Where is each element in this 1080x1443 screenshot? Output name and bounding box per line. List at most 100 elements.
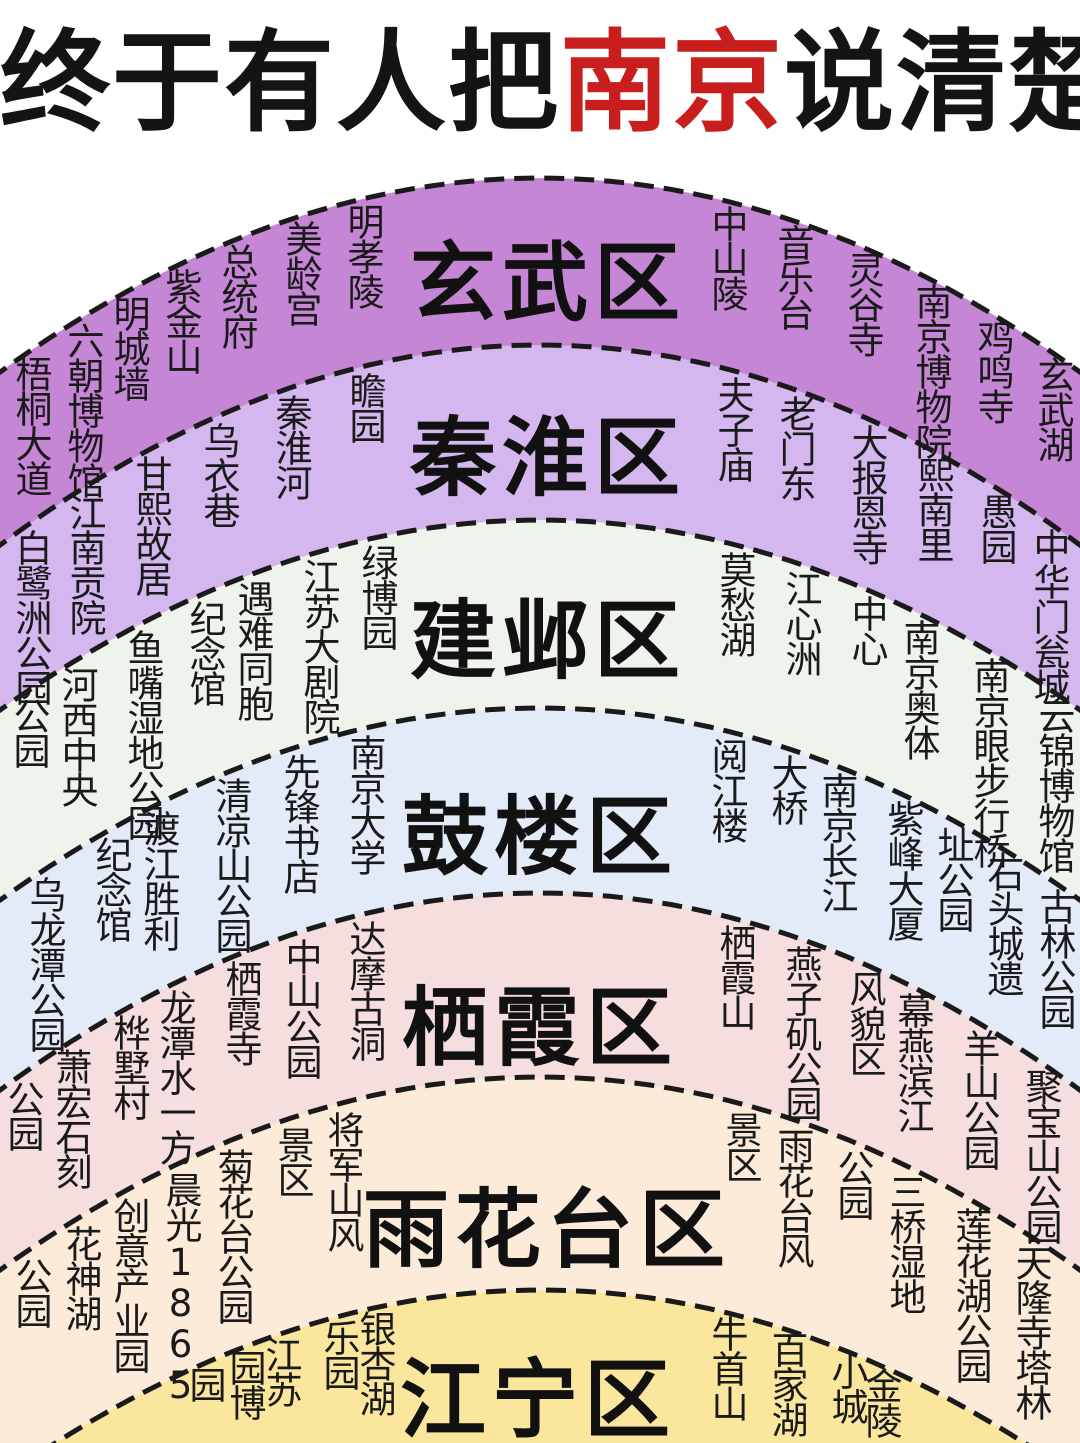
place-label: 百家湖: [765, 1331, 808, 1437]
place-label: 古林公园: [1033, 887, 1076, 1028]
place-label: 南京奥体: [897, 619, 940, 760]
band-divider-xuanwu: [0, 175, 1080, 376]
place-label: 鱼嘴湿地公园: [121, 629, 164, 840]
place-label: 江心洲: [779, 570, 822, 676]
place-label: 乐园: [317, 1318, 360, 1389]
place-label: 乌龙潭公园: [23, 875, 66, 1051]
place-label: 中华门瓮城: [1027, 527, 1070, 703]
place-label: 达摩古洞: [343, 919, 386, 1060]
place-label: 总统府: [215, 243, 258, 349]
place-label: 玄武湖: [1031, 356, 1074, 462]
district-label-jianye: 建邺区: [410, 591, 686, 692]
place-label: 秦淮河: [269, 393, 312, 499]
place-label: 风貌区: [843, 969, 886, 1075]
place-label: 遇难同胞: [231, 580, 274, 721]
title-accent: 南京: [560, 19, 784, 147]
place-label: 夫子庙: [711, 376, 754, 482]
place-label: 公园: [1, 1080, 44, 1151]
place-label: 石头城遗: [981, 854, 1024, 995]
place-label: 天隆寺塔林: [1009, 1243, 1052, 1419]
place-label: 公园: [831, 1149, 874, 1220]
district-label-qixia: 栖霞区: [402, 978, 678, 1079]
place-label: 南京博物院: [909, 283, 952, 459]
band-divider-gulou: [0, 705, 1080, 904]
place-label: 雨花台风: [771, 1127, 814, 1268]
band-divider-jiangning: [50, 1287, 1030, 1443]
band-divider-qixia: [0, 890, 1080, 1094]
title-text-before: 终于有人把: [0, 19, 560, 147]
place-label: 紫峰大厦: [881, 800, 924, 941]
place-label: 明孝陵: [341, 203, 384, 309]
band-divider-jianye: [0, 517, 1080, 714]
place-label: 渡江胜利: [137, 810, 180, 951]
place-label: 愚园: [974, 492, 1017, 563]
place-label: 菊花台公园: [211, 1147, 254, 1323]
district-label-gulou: 鼓楼区: [402, 787, 678, 888]
place-label: 六朝博物馆: [61, 321, 104, 497]
place-label: 南京眼步行桥: [967, 656, 1010, 867]
place-label: 瞻园: [343, 372, 386, 443]
place-label: 园: [183, 1365, 226, 1401]
place-label: 阅江楼: [705, 736, 748, 842]
place-label: 中心: [845, 595, 888, 666]
place-label: 中山公园: [279, 937, 322, 1078]
place-label: 花神湖: [59, 1225, 102, 1331]
place-label: 清凉山公园: [209, 777, 252, 953]
place-label: 莲花湖公园: [949, 1207, 992, 1383]
place-label: 景区: [719, 1111, 762, 1182]
place-label: 小城: [825, 1353, 868, 1423]
place-label: 牛首山: [705, 1314, 748, 1420]
title-text-after: 说清楚了: [784, 19, 1080, 147]
place-label: 美龄宫: [279, 220, 322, 326]
place-label: 熙南里: [911, 456, 954, 562]
place-label: 羊山公园: [957, 1028, 1000, 1169]
place-label: 龙潭水一方: [153, 989, 196, 1165]
place-label: 白鹭洲公园: [9, 529, 52, 705]
place-label: 南京长江: [815, 771, 858, 912]
place-label: 三桥湿地: [883, 1172, 926, 1313]
place-label: 莫愁湖: [713, 550, 756, 656]
place-label: 园博: [223, 1349, 266, 1420]
place-label: 乌衣巷: [197, 422, 240, 528]
place-label: 大报恩寺: [845, 423, 888, 564]
district-label-xuanwu: 玄武区: [410, 233, 686, 334]
place-label: 栖霞寺: [219, 959, 262, 1065]
place-label: 公园: [7, 696, 50, 767]
place-label: 南京大学: [343, 734, 386, 875]
place-label: 创意产业园: [107, 1197, 150, 1373]
place-label: 绿博园: [355, 543, 398, 649]
place-label: 桦墅村: [107, 1013, 150, 1119]
place-label: 江苏大剧院: [297, 558, 340, 734]
place-label: 江南贡院: [63, 493, 106, 634]
district-label-yuhuatai: 雨花台区: [363, 1180, 731, 1281]
place-label: 音乐台: [771, 224, 814, 330]
district-label-jiangning: 江宁区: [400, 1350, 676, 1443]
place-label: 大桥: [765, 753, 808, 824]
place-label: 梧桐大道: [9, 355, 52, 496]
place-label: 老门东: [773, 395, 816, 501]
place-label: 鸡鸣寺: [971, 317, 1014, 423]
place-label: 幕燕滨江: [891, 992, 934, 1133]
place-label: 金陵: [859, 1367, 902, 1438]
place-label: 纪念馆: [183, 599, 226, 705]
place-label: 银杏湖: [353, 1309, 396, 1415]
place-label: 中山陵: [705, 205, 748, 311]
place-label: 晨光1865: [159, 1170, 202, 1405]
page-title: 终于有人把南京说清楚了: [0, 18, 1080, 148]
place-label: 聚宝山公园: [1019, 1067, 1062, 1243]
band-divider-yuhuatai: [0, 1074, 1080, 1274]
place-label: 先锋书店: [277, 752, 320, 893]
place-label: 灵谷寺: [841, 250, 884, 356]
place-label: 栖霞山: [713, 924, 756, 1030]
place-label: 河西中央: [55, 666, 98, 807]
place-label: 址公园: [931, 825, 974, 931]
place-label: 将军山风: [321, 1110, 364, 1251]
place-label: 甘熙故居: [129, 455, 172, 596]
place-label: 萧宏石刻: [49, 1048, 92, 1189]
place-label: 燕子矶公园: [779, 944, 822, 1120]
place-label: 景区: [271, 1125, 314, 1196]
place-label: 公园: [9, 1257, 52, 1328]
place-label: 云锦博物馆: [1032, 697, 1075, 873]
